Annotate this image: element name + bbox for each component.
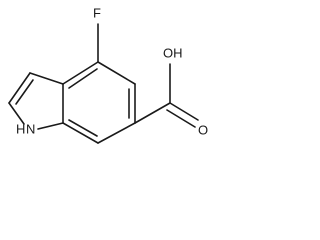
carboxyl-group <box>134 63 199 128</box>
bond-c3-c2 <box>8 72 31 104</box>
bond-c4-c5 <box>97 61 136 85</box>
bond-c-o-double-inner <box>166 109 196 128</box>
bond-c-o-double <box>169 102 199 121</box>
bond-c6-c7 <box>97 122 136 144</box>
bond-c7-c7a <box>62 122 99 144</box>
molecule-structure: F OH O H N <box>8 5 208 144</box>
bond-c3a-c3 <box>29 72 64 85</box>
bond-c3-c2-inner <box>15 79 34 105</box>
bond-n1-c7a <box>37 122 64 130</box>
carbonyl-oxygen-label: O <box>198 122 208 137</box>
bond-c7-c7a-inner <box>68 119 98 137</box>
bond-c3a-c4 <box>62 61 99 85</box>
bond-c2-n1 <box>8 102 25 125</box>
pyrrole-ring <box>8 72 64 130</box>
fluorine-label: F <box>93 5 101 20</box>
hydroxyl-label: OH <box>163 45 183 60</box>
bond-c3a-c4-inner <box>68 68 98 89</box>
nh-hydrogen-label: H <box>16 121 25 136</box>
nh-nitrogen-label: N <box>26 121 35 136</box>
bond-c6-ccooh <box>134 102 171 124</box>
benzene-ring <box>62 61 136 144</box>
